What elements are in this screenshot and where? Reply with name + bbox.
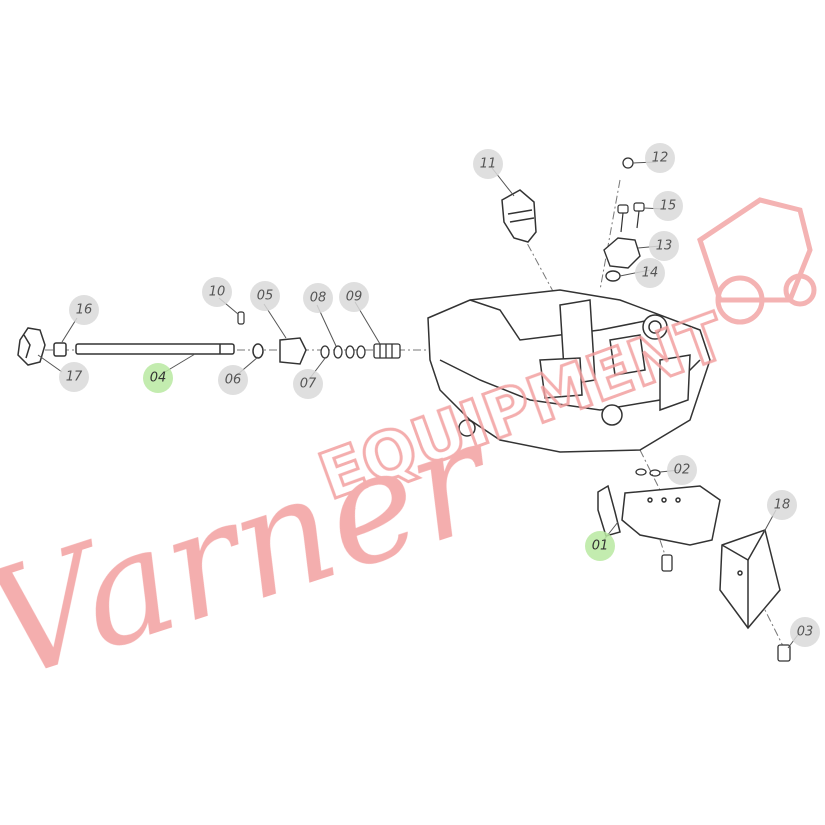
watermark-tractor-outline	[697, 197, 817, 325]
callout-label-02: 02	[673, 462, 691, 478]
callout-label-15: 15	[659, 198, 677, 214]
callout-bubble-08	[303, 283, 333, 313]
callout-label-05: 05	[256, 288, 274, 304]
knob-part	[17, 327, 46, 366]
callout-label-14: 14	[641, 265, 659, 281]
callout-bubble-15	[653, 191, 683, 221]
callout-label-06: 06	[224, 372, 242, 388]
callout-label-10: 10	[208, 284, 226, 300]
callout-bubble-10	[202, 277, 232, 307]
small-oring-parts	[635, 468, 661, 477]
callout-bubble-12	[645, 143, 675, 173]
end-cover-part	[719, 529, 781, 630]
callout-label-04: 04	[149, 370, 167, 386]
screw-part	[777, 644, 791, 662]
callout-bubble-16	[69, 295, 99, 325]
callout-label-17: 17	[65, 369, 83, 385]
nut-part	[53, 342, 67, 357]
cover-plate-part	[603, 237, 641, 282]
threaded-plug-part	[373, 343, 401, 359]
small-screw-part	[622, 157, 634, 169]
callout-label-18: 18	[773, 497, 791, 513]
relief-plug-part	[501, 189, 537, 243]
callout-bubble-14	[635, 258, 665, 288]
callout-label-13: 13	[655, 238, 673, 254]
callout-bubble-09	[339, 282, 369, 312]
callout-label-11: 11	[479, 156, 497, 172]
pin-part	[237, 311, 245, 325]
bracket-bolt-part	[661, 554, 673, 572]
callout-bubble-03	[790, 617, 820, 647]
bushing-part	[279, 337, 307, 365]
callout-bubble-18	[767, 490, 797, 520]
callout-label-01: 01	[591, 538, 609, 554]
callout-bubble-01	[585, 531, 615, 561]
shaft-part	[75, 343, 235, 355]
callout-bubble-06	[218, 365, 248, 395]
bracket-part	[597, 484, 721, 546]
callout-label-09: 09	[345, 289, 363, 305]
callout-label-12: 12	[651, 150, 669, 166]
oring-part	[252, 343, 264, 359]
callout-bubble-07	[293, 369, 323, 399]
callout-label-03: 03	[796, 624, 814, 640]
callout-bubble-05	[250, 281, 280, 311]
callout-label-07: 07	[299, 376, 317, 392]
callout-label-16: 16	[75, 302, 93, 318]
callout-label-08: 08	[309, 290, 327, 306]
callout-bubble-13	[649, 231, 679, 261]
callout-bubble-17	[59, 362, 89, 392]
callout-bubble-02	[667, 455, 697, 485]
bolt-parts	[617, 202, 645, 233]
callout-bubble-04	[143, 363, 173, 393]
callout-bubbles	[59, 143, 820, 647]
valve-housing-part	[427, 289, 711, 453]
callout-bubble-11	[473, 149, 503, 179]
washer-parts	[320, 345, 366, 359]
